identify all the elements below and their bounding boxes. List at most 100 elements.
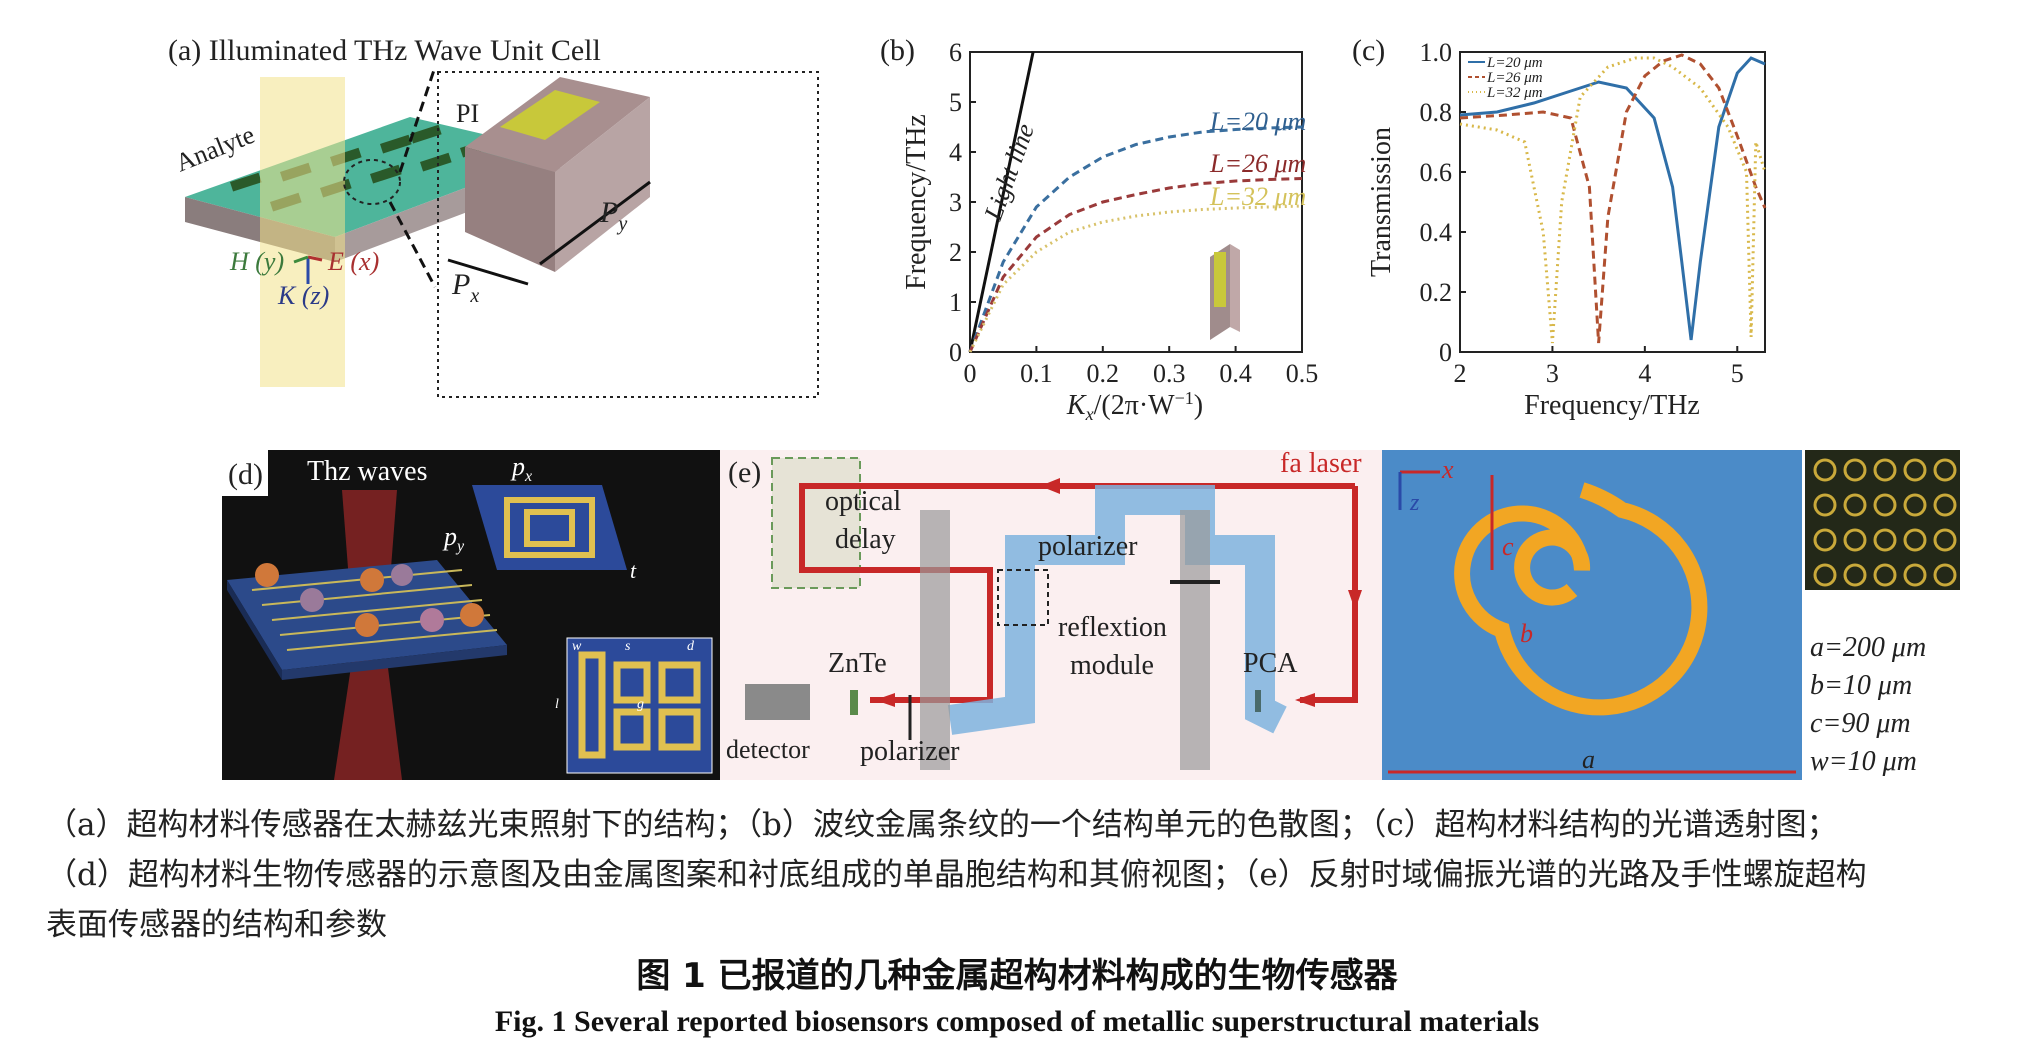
spiral-panel (1382, 450, 1802, 780)
panel-b-label: (b) (880, 34, 915, 67)
pca-element (1255, 690, 1261, 712)
panel-c-label: (c) (1352, 34, 1385, 67)
label-l26: L=26 μm (1209, 149, 1306, 178)
polarizer-bottom-label: polarizer (860, 736, 960, 767)
unit-cell-metal (500, 90, 600, 140)
optical-delay-box (771, 457, 861, 589)
caption-line-3: 表面传感器的结构和参数 (46, 907, 387, 943)
plot-frame-c (1459, 51, 1766, 353)
x-tick-label: 0.4 (1219, 359, 1252, 388)
y-tick-label: 3 (949, 188, 962, 217)
z-label-e: z (1409, 490, 1420, 516)
w-label-d: w (572, 639, 582, 654)
thz-waves-title: Thz waves (307, 456, 428, 487)
legend-c: L=20 μm L=26 μm L=32 μm (1468, 55, 1543, 101)
analyte-label: Analyte (171, 120, 258, 178)
optical-label: optical (825, 486, 901, 517)
figure-caption: （a）超构材料传感器在太赫兹光束照射下的结构；（b）波纹金属条纹的一个结构单元的… (46, 800, 1996, 950)
legend-item-l20: L=20 μm (1486, 55, 1543, 71)
x-tick-label: 0.2 (1087, 359, 1120, 388)
unit-cell-right (555, 97, 650, 272)
module-label: module (1070, 650, 1154, 681)
x-tick-label: 2 (1454, 359, 1467, 388)
caption-line-1: （a）超构材料传感器在太赫兹光束照射下的结构；（b）波纹金属条纹的一个结构单元的… (46, 807, 1838, 843)
y-tick-label: 1.0 (1420, 38, 1453, 67)
py-label-d: py (442, 522, 465, 555)
panel-e-label: (e) (728, 456, 761, 489)
thz-beam (260, 77, 345, 387)
x-axis-label-b: Kx/(2π·W−1) (1066, 388, 1203, 422)
mirror-right (1180, 510, 1210, 770)
h-axis-label: H (y) (229, 247, 284, 276)
top-view-pattern (578, 651, 701, 759)
panel-e: (e) optical delay fa laser polarizer ref… (720, 450, 1960, 780)
x-axis-label-c: Frequency/THz (1524, 390, 1700, 421)
x-tick-label: 4 (1638, 359, 1651, 388)
delay-label: delay (835, 524, 896, 555)
reflexion-module-box (997, 569, 1049, 626)
b-label-e: b (1520, 619, 1533, 648)
spiral-array-pattern (1813, 458, 1957, 587)
e-axis-label: E (x) (327, 247, 379, 276)
unit-cell-3d-pattern (504, 497, 595, 558)
s-label-d: s (625, 639, 631, 654)
l-label-d: l (555, 697, 559, 712)
series-l20-b (968, 125, 1303, 353)
panel-a-label: (a) Illuminated THz Wave (168, 34, 482, 67)
px-label-d: px (510, 452, 532, 485)
unit-cell-inset (1210, 244, 1240, 340)
param-c: c=90 μm (1810, 708, 1911, 739)
x-label-e: x (1441, 455, 1454, 484)
caption-line-2: （d）超构材料生物传感器的示意图及由金属图案和衬底组成的单晶胞结构和其俯视图；（… (46, 857, 1867, 893)
reflexion-label: reflextion (1058, 612, 1167, 643)
y-tick-label: 0 (949, 338, 962, 367)
x-tick-label: 3 (1546, 359, 1559, 388)
legend-item-l32: L=32 μm (1486, 85, 1543, 101)
detector-box (745, 684, 810, 720)
chiral-spiral (1454, 482, 1708, 716)
unit-cell-frame (437, 71, 819, 398)
unit-cell-3d (472, 485, 627, 570)
y-tick-label: 0.4 (1420, 218, 1453, 247)
pi-label: PI (456, 99, 479, 128)
px-arrow (447, 258, 529, 286)
thz-beam-bottom (334, 660, 402, 780)
x-tick-label: 0.5 (1286, 359, 1319, 388)
series-l26-b (968, 177, 1303, 353)
x-tick-label: 0 (964, 359, 977, 388)
y-tick-label: 0 (1439, 338, 1452, 367)
param-w: w=10 μm (1810, 746, 1917, 777)
py-arrow (539, 180, 651, 266)
label-l20: L=20 μm (1209, 107, 1306, 136)
k-axis-label: K (z) (277, 281, 329, 310)
zoom-line-top (398, 66, 437, 173)
mirror-left (920, 510, 950, 770)
y-tick-label: 0.6 (1420, 158, 1453, 187)
znte-label: ZnTe (828, 648, 887, 679)
t-label-d: t (630, 558, 637, 583)
metasurface-pattern (251, 569, 498, 651)
panel-d-label: (d) (228, 458, 263, 491)
y-tick-label: 0.8 (1420, 98, 1453, 127)
polarizer-top-label: polarizer (1038, 531, 1138, 562)
znte-crystal (850, 690, 858, 715)
series-l32-c (1459, 56, 1767, 344)
light-line-label: Light line (978, 120, 1040, 225)
g-label-d: g (637, 697, 644, 712)
panel-a: (a) Illuminated THz Wave Unit Cell Analy… (168, 34, 819, 398)
py-label: Py (599, 196, 627, 235)
y-tick-label: 2 (949, 238, 962, 267)
zoom-line-bottom (388, 201, 437, 288)
e-arrow (307, 255, 323, 262)
unit-cell-left (465, 147, 555, 272)
figure-title-en: Fig. 1 Several reported biosensors compo… (494, 1005, 1540, 1038)
x-tick-label: 0.1 (1020, 359, 1053, 388)
pca-label: PCA (1243, 648, 1298, 679)
y-tick-label: 5 (949, 88, 962, 117)
d-label-d: d (687, 639, 695, 654)
analyte-particles (255, 563, 484, 637)
thz-path (947, 485, 1287, 735)
fa-laser-label: fa laser (1280, 450, 1362, 479)
c-label-e: c (1502, 532, 1514, 561)
